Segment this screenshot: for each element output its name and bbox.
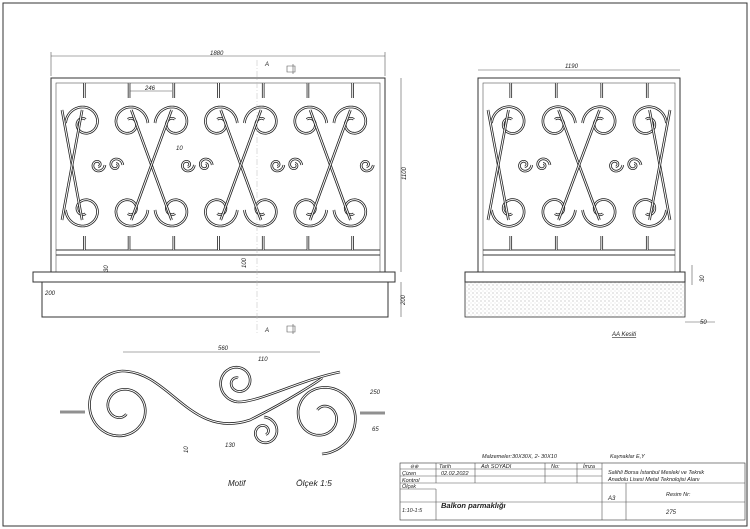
- tb-col-name: Adı SOYADI: [480, 464, 512, 470]
- dim-rail: 100: [242, 257, 248, 268]
- welding-note: Kaynaklar E,Y: [610, 454, 645, 460]
- tb-col-sign: İmza: [583, 463, 595, 470]
- scroll-bar: [130, 109, 173, 221]
- dim-bottom-gap: 30: [104, 265, 110, 272]
- dim-front-width: 1880: [210, 51, 224, 57]
- scroll-bar: [220, 366, 251, 403]
- scroll-bar: [88, 370, 146, 437]
- dim-side-rail: 30: [700, 275, 706, 282]
- scroll-bar: [289, 158, 303, 170]
- scroll-bar: [649, 109, 671, 221]
- dim-motif-width: 560: [218, 346, 229, 352]
- front-view: [32, 52, 402, 335]
- tb-row-drawn: Çizen: [402, 471, 416, 477]
- scroll-bar: [309, 109, 351, 221]
- tb-row-check: Kontrol: [402, 478, 420, 484]
- scroll-bar: [633, 199, 667, 227]
- scroll-bar: [65, 199, 98, 227]
- tb-school-2: Anadolu Lisesi Metal Teknolojisi Alanı: [607, 477, 700, 483]
- motif-scale: Ölçek 1:5: [296, 478, 332, 488]
- materials-note: Malzemeler:30X30X, 2- 30X10: [482, 454, 558, 460]
- dim-bar: 10: [176, 146, 183, 152]
- motif-label: Motif: [228, 479, 246, 488]
- dim-side-edge: 50: [700, 320, 707, 326]
- scroll-bar: [271, 160, 285, 172]
- tb-col-date: Tarih: [439, 464, 451, 470]
- tb-title: Balkon parmaklığı: [441, 501, 506, 510]
- scroll-bar: [254, 416, 278, 444]
- dim-base: 200: [401, 294, 407, 306]
- tb-col-no: No:: [551, 464, 560, 470]
- section-mark-top: A: [264, 62, 269, 68]
- tb-school-1: Salihli Borsa İstanbul Mesleki ve Teknik: [608, 469, 704, 476]
- scroll-bar: [297, 386, 356, 455]
- title-block: [399, 462, 746, 521]
- scroll-bar: [237, 371, 341, 403]
- dim-motif-edge: 65: [372, 427, 379, 433]
- tb-drawing-no-label: Resim Nr:: [666, 492, 691, 498]
- scroll-bar: [610, 160, 624, 172]
- section-mark-bottom: A: [264, 328, 269, 334]
- scroll-bar: [121, 370, 323, 425]
- dim-motif-right: 250: [369, 390, 381, 396]
- section-label: AA Kesiti: [611, 332, 637, 338]
- dim-pitch: 246: [144, 86, 156, 92]
- dim-motif-small: 110: [258, 357, 268, 363]
- scroll-bar: [199, 158, 213, 170]
- scroll-bar: [65, 106, 98, 134]
- scroll-bar: [628, 158, 642, 170]
- scroll-bar: [181, 160, 195, 172]
- tb-paper: A3: [607, 496, 616, 502]
- dim-motif-thick: 10: [184, 446, 190, 453]
- tb-date: 02.02.2022: [441, 471, 469, 477]
- tb-drawing-no: 275: [665, 510, 677, 516]
- scroll-bar: [633, 106, 667, 134]
- scroll-bar: [491, 199, 525, 227]
- scroll-bar: [220, 109, 262, 221]
- scroll-bar: [61, 109, 83, 221]
- scroll-bar: [491, 106, 525, 134]
- projection-symbol: ⊖⊕: [410, 464, 419, 470]
- scroll-bar: [558, 109, 600, 221]
- scroll-bar: [360, 160, 374, 172]
- tb-scale: 1:10-1:5: [402, 508, 423, 514]
- scroll-bar: [110, 158, 124, 170]
- dim-side-width: 1190: [565, 64, 579, 70]
- scroll-bar: [519, 160, 533, 172]
- scroll-bar: [487, 109, 509, 221]
- dim-motif-lower: 130: [225, 443, 236, 449]
- scroll-bar: [92, 160, 106, 172]
- motif-detail: [60, 365, 385, 456]
- scroll-bar: [537, 158, 551, 170]
- side-view: [464, 69, 715, 323]
- dim-front-height: 1100: [402, 166, 408, 180]
- tb-scale-label: Ölçek: [402, 483, 416, 490]
- dim-offset: 200: [44, 291, 56, 297]
